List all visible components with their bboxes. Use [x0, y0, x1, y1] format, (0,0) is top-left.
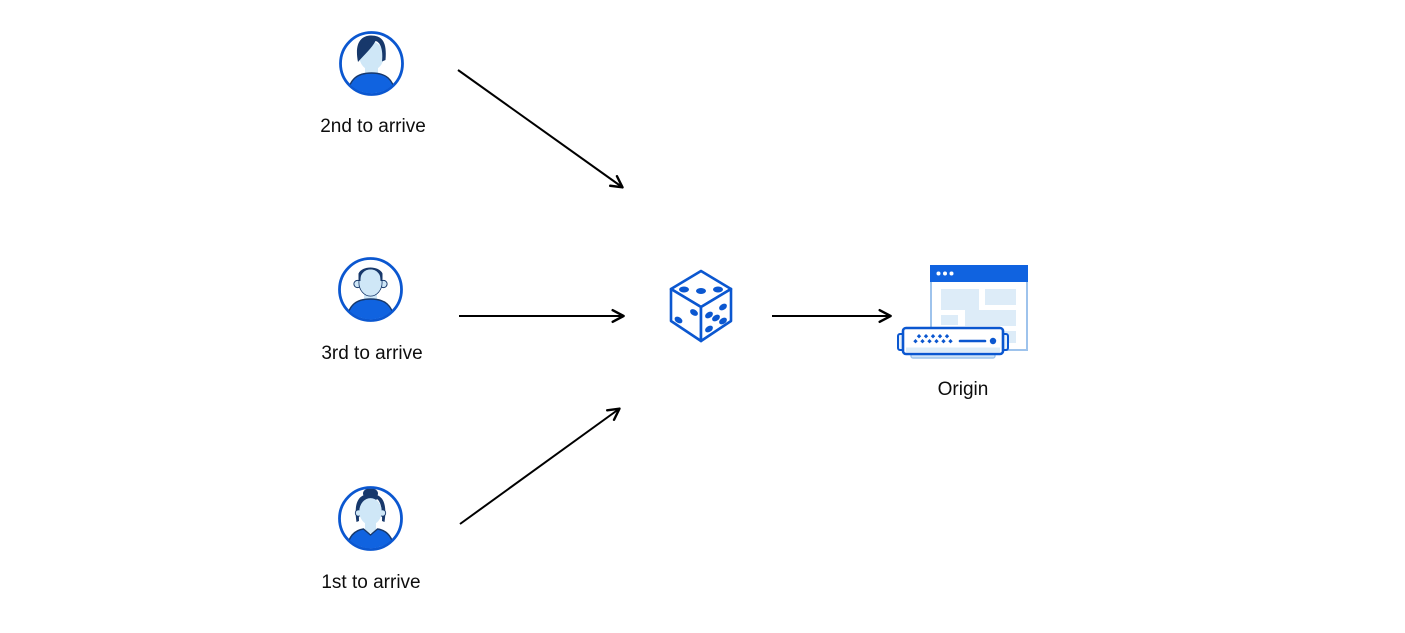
user-top-label: 2nd to arrive [320, 116, 426, 137]
user-avatar-female-bun-icon [338, 486, 403, 551]
origin-label: Origin [937, 379, 989, 400]
user-bottom-label: 1st to arrive [321, 572, 421, 593]
dice-icon [669, 269, 733, 343]
edge-user-top-to-dice [457, 69, 624, 189]
user-avatar-male-short-hair-icon [338, 257, 403, 322]
server-rack-glyph [897, 326, 1009, 359]
edge-user-bottom-to-dice [459, 407, 621, 525]
user-avatar-male-swept-hair-icon [339, 31, 404, 96]
user-middle-label: 3rd to arrive [321, 343, 423, 364]
origin-server-icon [897, 265, 1028, 359]
